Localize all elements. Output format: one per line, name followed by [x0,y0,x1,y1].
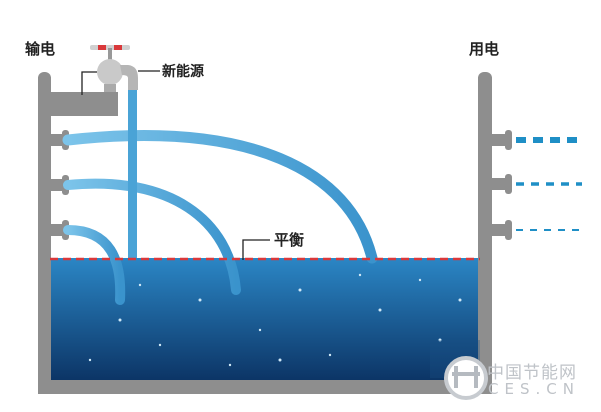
label-balance: 平衡 [274,231,305,249]
label-consumption: 用电 [469,40,500,58]
shelf [50,92,118,116]
label-new-energy: 新能源 [162,64,204,80]
new-energy-stream [128,88,137,258]
faucet-icon [90,45,138,92]
balance-pointer [242,239,270,260]
new-energy-pointer [81,71,97,95]
bubbles [88,273,462,367]
label-transmission: 输电 [25,40,56,58]
watermark-en: CES.CN [488,380,580,398]
ces-logo-icon [444,356,488,400]
watermark-cn: 中国节能网 [487,363,577,383]
